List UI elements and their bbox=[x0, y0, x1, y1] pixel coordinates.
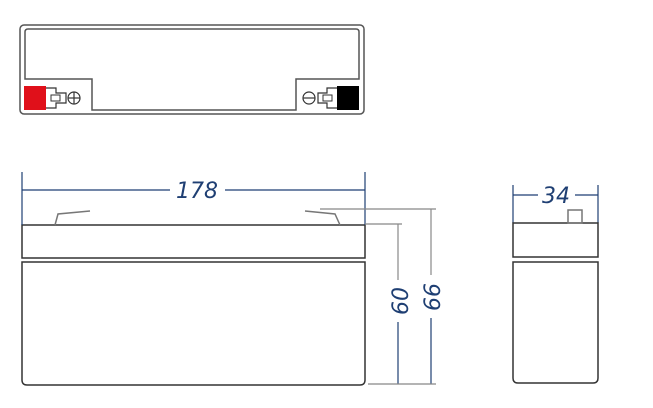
negative-tab-slot bbox=[322, 94, 333, 102]
front-terminal-left bbox=[54, 210, 91, 226]
positive-terminal bbox=[24, 86, 46, 110]
side-terminal bbox=[567, 209, 583, 224]
front-body bbox=[21, 261, 366, 386]
positive-tab-slot bbox=[50, 94, 61, 102]
top-view-outline bbox=[19, 24, 365, 115]
plus-symbol-icon bbox=[67, 91, 81, 105]
front-lid bbox=[21, 224, 366, 259]
width-dimension-label: 34 bbox=[542, 184, 570, 209]
positive-tab-icon bbox=[46, 87, 67, 109]
dimension-lines bbox=[21, 172, 599, 385]
negative-terminal bbox=[337, 86, 359, 110]
front-view bbox=[21, 210, 366, 386]
top-view-lid bbox=[24, 28, 360, 111]
top-view bbox=[19, 24, 365, 115]
negative-tab-icon bbox=[317, 87, 337, 109]
side-lid bbox=[512, 222, 599, 258]
total-height-dimension-label: 66 bbox=[421, 283, 446, 311]
front-terminal-right bbox=[304, 210, 341, 226]
container-height-dimension-label: 60 bbox=[389, 287, 414, 315]
side-view bbox=[512, 209, 599, 384]
minus-symbol-icon bbox=[302, 91, 316, 105]
length-dimension-label: 178 bbox=[176, 179, 218, 204]
side-body bbox=[512, 261, 599, 384]
